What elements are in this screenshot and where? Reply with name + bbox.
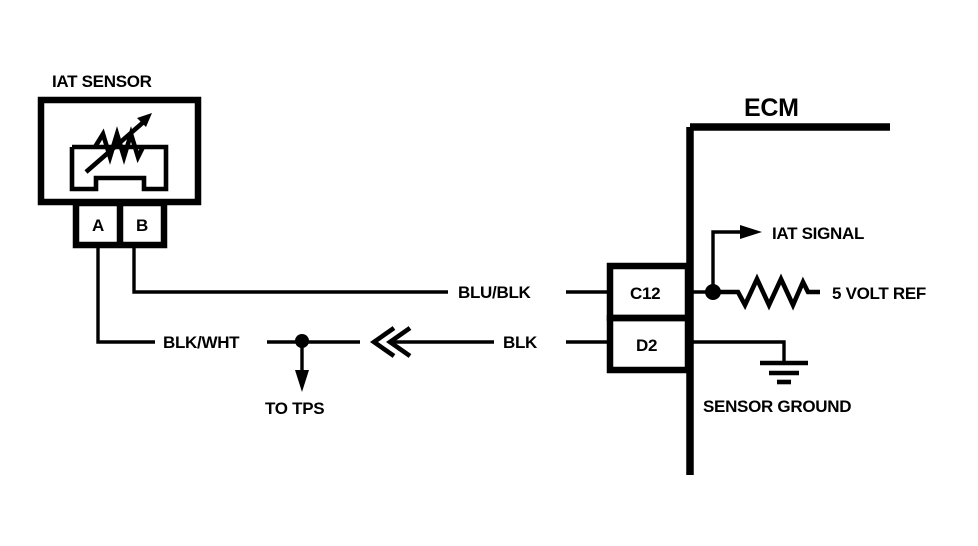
annotation-five-volt-ref: 5 VOLT REF	[832, 284, 926, 303]
terminal-label-c12: C12	[630, 284, 660, 303]
iat-internal-loop	[69, 144, 169, 192]
annotation-iat-signal: IAT SIGNAL	[772, 224, 864, 243]
terminal-box-d2	[606, 314, 692, 374]
wire-d2-to-ground	[690, 340, 786, 363]
thermistor-zigzag	[93, 126, 146, 165]
iat-connector: A B	[72, 199, 168, 249]
thermistor-variable-line	[84, 117, 149, 174]
annotation-to-tps: TO TPS	[265, 399, 324, 418]
pin-label-a: A	[92, 216, 104, 235]
wire-label-blu-blk: BLU/BLK	[458, 283, 532, 302]
thermistor-arrow-head	[137, 113, 152, 127]
arrow-down-icon	[295, 370, 309, 392]
ecm-title: ECM	[744, 94, 799, 122]
arrow-right-icon	[740, 225, 762, 239]
resistor-zigzag	[713, 273, 820, 311]
wire-path-blk-wht-from-pin-a	[96, 245, 155, 344]
annotation-sensor-ground: SENSOR GROUND	[703, 397, 851, 416]
iat-sensor-body	[37, 96, 202, 206]
iat-sensor-outline	[37, 96, 202, 206]
wire-path-blu-blk-from-pin-b	[132, 245, 448, 294]
iat-sensor-title: IAT SENSOR	[52, 72, 152, 91]
wire-label-blk-wht: BLK/WHT	[163, 333, 240, 352]
chevron-outer	[369, 326, 396, 358]
terminal-label-d2: D2	[636, 336, 657, 355]
wire-branch-iat-signal	[711, 230, 746, 292]
pin-label-b: B	[136, 216, 148, 235]
ground-symbol	[760, 360, 808, 385]
ecm-terminal-block: C12 D2	[606, 262, 692, 374]
wire-label-blk: BLK	[503, 333, 538, 352]
resistor-symbol	[713, 273, 820, 311]
